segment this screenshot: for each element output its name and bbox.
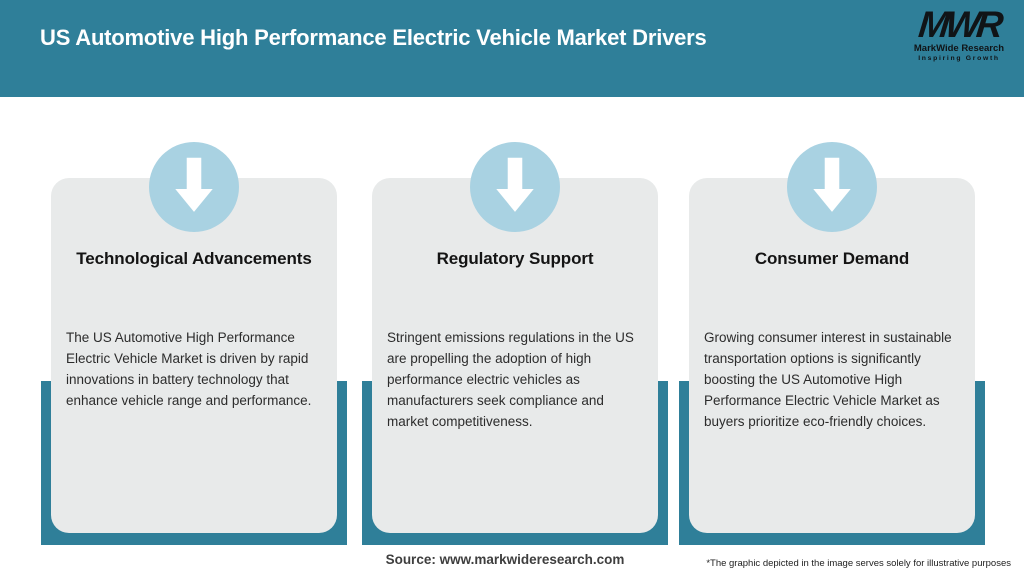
logo-name: MarkWide Research <box>913 43 1005 54</box>
down-arrow-icon <box>787 142 877 232</box>
driver-column-consumer-demand: Consumer Demand Growing consumer interes… <box>679 142 985 546</box>
card-body: Growing consumer interest in sustainable… <box>704 330 952 429</box>
card-heading: Regulatory Support <box>436 249 594 268</box>
page-title: US Automotive High Performance Electric … <box>40 25 707 50</box>
driver-card: Consumer Demand Growing consumer interes… <box>689 178 975 533</box>
driver-card: Technological Advancements The US Automo… <box>51 178 337 533</box>
card-heading: Technological Advancements <box>76 249 312 268</box>
disclaimer-note: *The graphic depicted in the image serve… <box>706 558 1011 569</box>
header-band: US Automotive High Performance Electric … <box>0 0 1024 97</box>
down-arrow-icon <box>149 142 239 232</box>
card-body: The US Automotive High Performance Elect… <box>66 330 312 408</box>
down-arrow-icon <box>470 142 560 232</box>
driver-column-technological-advancements: Technological Advancements The US Automo… <box>41 142 347 546</box>
source-attribution: Source: www.markwideresearch.com <box>385 552 625 567</box>
logo-monogram: MWR <box>916 4 1002 45</box>
logo-tagline: Inspiring Growth <box>918 54 1000 62</box>
card-body: Stringent emissions regulations in the U… <box>387 330 634 429</box>
driver-card: Regulatory Support Stringent emissions r… <box>372 178 658 533</box>
driver-column-regulatory-support: Regulatory Support Stringent emissions r… <box>362 142 668 546</box>
card-heading: Consumer Demand <box>754 249 910 268</box>
markwide-research-logo: MWR MarkWide Research Inspiring Growth <box>904 4 1014 62</box>
